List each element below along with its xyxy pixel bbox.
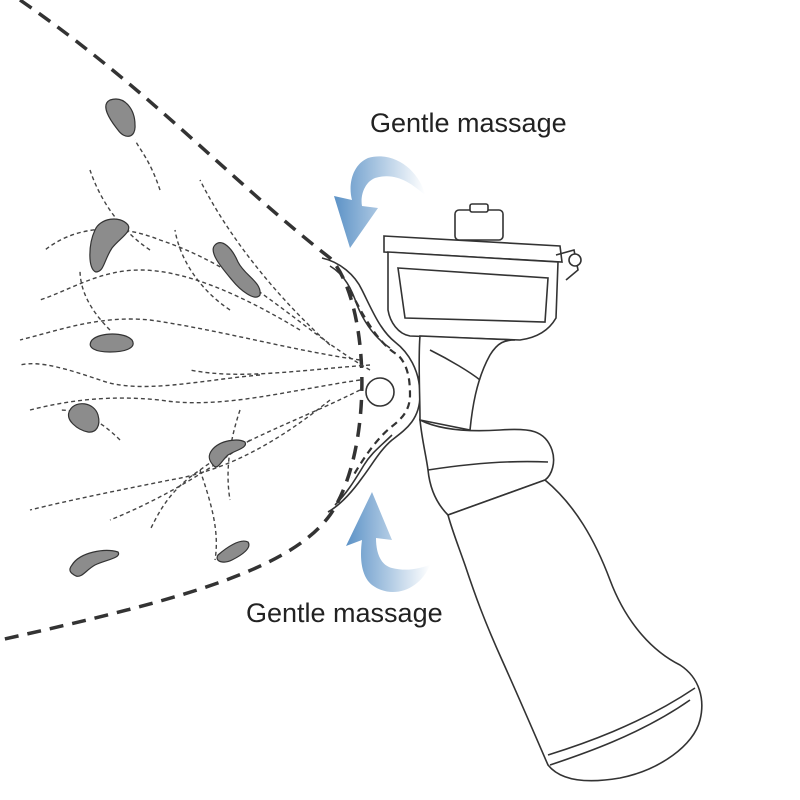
massage-arrow-bottom: [346, 492, 430, 593]
pump-connector: [418, 335, 555, 516]
lobules: [68, 98, 261, 577]
bottle: [447, 479, 703, 782]
pump-head: [383, 203, 582, 341]
breast-outline: [0, 0, 364, 642]
massage-arrow-top: [334, 156, 425, 248]
milk-ducts: [19, 139, 371, 561]
gentle-massage-label-bottom: Gentle massage: [246, 598, 443, 628]
gentle-massage-label-top: Gentle massage: [370, 108, 567, 138]
